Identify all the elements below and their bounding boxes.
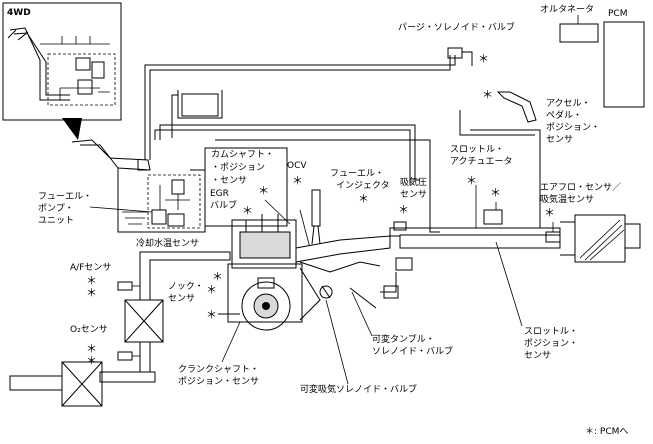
tumble-label-1: 可変タンブル・: [372, 333, 435, 345]
cam-label-1: カムシャフト・: [211, 149, 274, 160]
o2-sensor-marker-2: ＊: [86, 354, 97, 367]
vis-solenoid-label: 可変吸気ソレノイド・バルブ: [300, 383, 417, 395]
throttle-actuator-label-1: スロットル・: [450, 145, 504, 155]
egr-label-2: バルブ: [210, 199, 237, 211]
map-label-2: センサ: [400, 189, 427, 200]
alternator: [559, 15, 599, 43]
o2-sensor-label: O₂センサ: [70, 324, 108, 335]
ocv-label: OCV: [287, 161, 307, 171]
injector-marker: ＊: [358, 192, 369, 205]
crank-label-2: ポジション・センサ: [178, 376, 259, 387]
af-sensor-marker-2: ＊: [86, 286, 97, 299]
fuel-pump-label-2: ポンプ・: [38, 203, 74, 214]
tps-label-3: センサ: [524, 350, 551, 361]
pcm-box: [603, 21, 645, 108]
af-sensor-marker-1: ＊: [86, 274, 97, 287]
fuel-tank: [71, 139, 206, 233]
alternator-label: オルタネータ: [540, 4, 594, 15]
exhaust-system: [9, 251, 231, 407]
purge-solenoid-label: パージ・ソレノイド・バルブ: [398, 21, 515, 33]
map-label-1: 吸気圧: [400, 176, 427, 188]
knock-label-1: ノック・: [168, 281, 204, 292]
accel-label-2: ペダル・: [546, 109, 582, 121]
tps-label-1: スロットル・: [524, 327, 578, 337]
coolant-label: 冷却水温センサ: [136, 237, 199, 249]
tps-label-2: ポジション・: [524, 338, 578, 349]
o2-sensor-marker-1: ＊: [86, 342, 97, 355]
map-sensor: [393, 221, 407, 231]
injector-label-1: フューエル・: [330, 169, 384, 179]
cam-label-3: ・センサ: [211, 175, 247, 186]
evap-lines: [144, 47, 541, 240]
inset-callout-wedge: [62, 118, 82, 140]
accel-label-1: アクセル・: [546, 98, 591, 109]
cam-marker: ＊: [258, 184, 269, 197]
pcm-label: PCM: [608, 9, 627, 19]
egr-label-1: EGR: [210, 189, 229, 199]
fuel-pump-label-3: ユニット: [38, 216, 74, 226]
accel-marker: ＊: [482, 88, 493, 101]
throttle-actuator-marker-right: ＊: [490, 186, 501, 199]
vis-solenoid-leader: [325, 299, 349, 385]
fuel-pump-label-1: フューエル・: [38, 192, 92, 202]
engine-block: [204, 139, 440, 331]
airflow-marker: ＊: [544, 206, 555, 219]
throttle-actuator-label-2: アクチュエータ: [450, 156, 513, 167]
af-sensor-label: A/Fセンサ: [70, 262, 111, 273]
tumble-leader: [351, 291, 373, 337]
injector: [311, 189, 321, 245]
throttle-actuator-marker-left: ＊: [466, 174, 477, 187]
map-marker: ＊: [398, 203, 409, 216]
knock-marker: ＊: [206, 283, 217, 296]
accel-label-3: ポジション・: [546, 122, 600, 133]
intake-manifold: [295, 235, 413, 321]
accel-label-4: センサ: [546, 134, 573, 145]
tumble-label-2: ソレノイド・バルブ: [372, 345, 453, 357]
airflow-label-1: エアフロ・センサ／: [540, 182, 621, 193]
egr-marker: ＊: [242, 204, 253, 217]
crank-marker: ＊: [206, 308, 217, 321]
injector-label-2: インジェクタ: [336, 180, 390, 191]
knock-label-2: センサ: [168, 293, 195, 304]
intake-duct: [389, 214, 641, 263]
cam-label-2: ・ポジション: [211, 162, 265, 173]
accelerator-pedal: [496, 91, 537, 123]
ocv-marker: ＊: [292, 174, 303, 187]
crank-label-1: クランクシャフト・: [178, 364, 259, 375]
airflow-label-2: 吸気温センサ: [540, 193, 594, 205]
crank-leader: [221, 321, 241, 363]
four-wd-inset: 4WD: [2, 2, 122, 121]
coolant-marker: ＊: [212, 270, 223, 283]
legend-text: ＊: PCMへ: [585, 427, 628, 437]
four-wd-label: 4WD: [7, 8, 31, 18]
tps-leader: [495, 241, 523, 327]
purge-solenoid-marker: ＊: [478, 52, 489, 65]
fuel-pump-leader: [89, 206, 153, 213]
